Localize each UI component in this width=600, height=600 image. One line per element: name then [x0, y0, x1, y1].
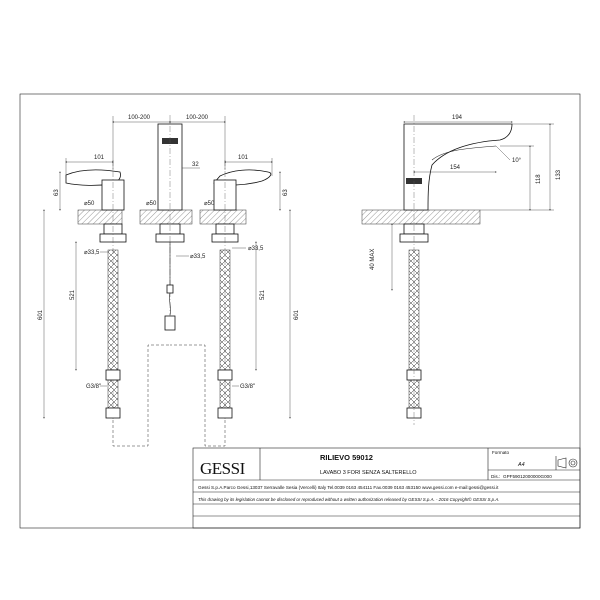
doc-code: GPF59012000000G000 [503, 474, 552, 479]
front-view: 100-200 100-200 101 101 32 63 63 ⌀50 [38, 115, 300, 447]
side-view: 194 154 10° 118 133 40 MAX [361, 115, 562, 425]
side-spout-body [403, 123, 513, 211]
gessi-logo: GESSI [200, 459, 246, 478]
dim-side-angle: 10° [512, 158, 522, 164]
deck-section-front [77, 209, 247, 225]
side-dimensions: 194 154 10° 118 133 40 MAX [370, 115, 562, 291]
dim-handle-left-reach: 101 [94, 155, 105, 161]
dim-handle-right-height: 63 [283, 189, 289, 196]
projection-symbol-icon [557, 457, 578, 469]
product-name: RILIEVO 59012 [320, 453, 373, 462]
company-address: Gessi S.p.A.Parco Gessi,13037 Serravalle… [198, 485, 499, 490]
title-block: GESSI RILIEVO 59012 LAVABO 3 FORI SENZA … [192, 447, 581, 529]
dim-spacing-left: 100-200 [128, 115, 151, 121]
dim-hole-right: ⌀50 [204, 201, 215, 207]
dim-thread-left: ⌀33,5 [84, 250, 100, 256]
dim-side-height-inner: 118 [536, 174, 542, 184]
front-dimensions: 100-200 100-200 101 101 32 63 63 ⌀50 [38, 115, 300, 419]
left-handle [65, 160, 127, 420]
dim-thread-center: ⌀33,5 [190, 254, 206, 260]
dim-spout-offset: 32 [192, 162, 199, 168]
hoses-front [105, 242, 233, 419]
dim-fitting-right: G3/8" [240, 384, 255, 390]
dim-spacing-right: 100-200 [186, 115, 209, 121]
dim-deck-max: 40 MAX [370, 249, 376, 270]
dim-total-left: 601 [38, 309, 44, 320]
dim-handle-left-height: 63 [54, 189, 60, 196]
dim-handle-right-reach: 101 [238, 155, 249, 161]
dim-hole-left: ⌀50 [84, 201, 95, 207]
dim-side-height: 133 [556, 169, 562, 180]
dim-hose-right-length: 521 [260, 289, 266, 300]
dim-side-reach-inner: 154 [450, 165, 461, 171]
product-description: LAVABO 3 FORI SENZA SALTERELLO [320, 470, 417, 476]
dim-hole-center: ⌀50 [146, 201, 157, 207]
dim-fitting-left: G3/8" [86, 384, 101, 390]
doc-label: Dis.: [491, 474, 500, 479]
dim-side-reach: 194 [452, 115, 463, 121]
format-label: Formato [492, 450, 510, 455]
hose-path-dashed [112, 344, 226, 447]
center-spout [155, 115, 185, 330]
format-value: A4 [517, 462, 525, 468]
dim-total-right: 601 [294, 309, 300, 320]
legal-notice: This drawing by its legislation cannot b… [198, 497, 499, 502]
dim-hose-left-length: 521 [70, 289, 76, 300]
